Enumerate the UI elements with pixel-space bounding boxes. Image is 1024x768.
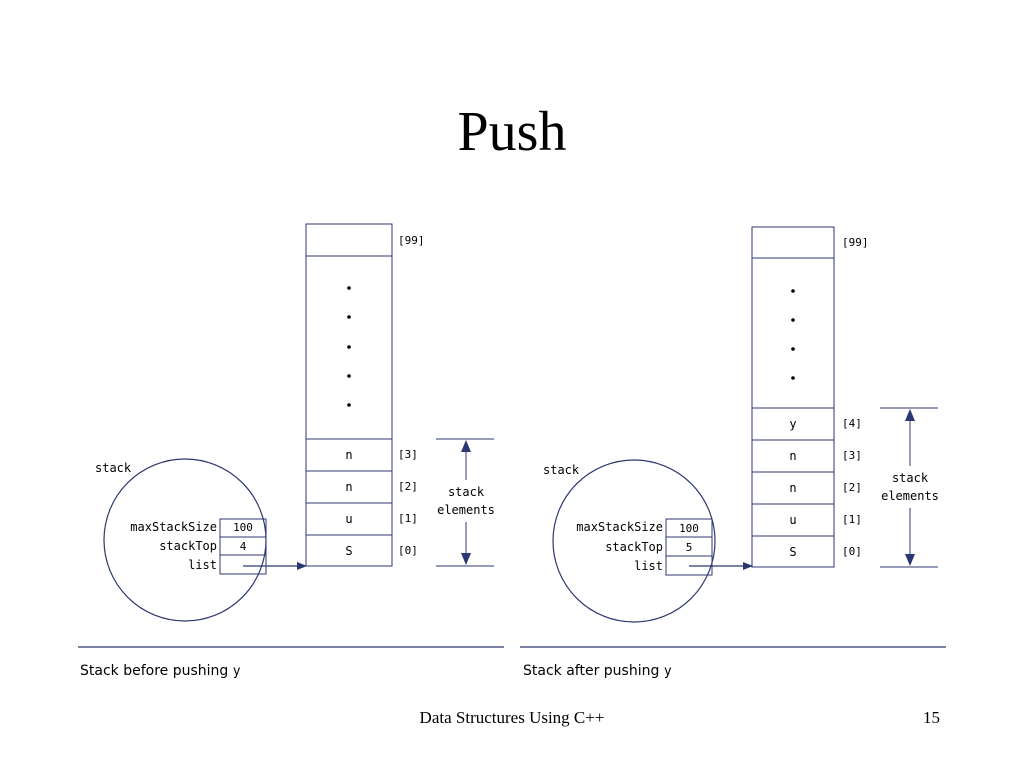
field-value-stacktop: 5	[686, 541, 693, 554]
ellipsis-dots	[791, 289, 795, 380]
array-index-top: [99]	[398, 234, 425, 247]
field-box-list	[219, 554, 267, 575]
array-cell-top	[305, 223, 393, 257]
array-cell-value: y	[789, 417, 796, 431]
array-cell-gap	[751, 257, 835, 409]
array-cell-index: [2]	[398, 480, 418, 493]
stack-elements-bracket: stack elements	[436, 438, 495, 567]
array-column: [99] y [4] n [3] n [2] u [1] S [0]	[751, 226, 869, 568]
array-cell	[751, 535, 835, 568]
array-cell-top	[751, 226, 835, 259]
bracket-label-line1: stack	[448, 485, 485, 499]
array-cell-value: u	[345, 512, 352, 526]
array-column: [99] n [3] n [2] u [1] S [0]	[305, 223, 425, 567]
slide-title: Push	[457, 101, 567, 163]
panel-after: stack maxStackSize 100 stackTop 5 list […	[520, 226, 946, 679]
stack-fields: maxStackSize 100 stackTop 4 list	[130, 518, 267, 575]
stack-fields: maxStackSize 100 stackTop 5 list	[576, 518, 713, 576]
bracket-label-line2: elements	[437, 503, 495, 517]
panel-caption: Stack after pushing y	[523, 663, 672, 679]
array-cell-value: n	[789, 449, 796, 463]
bracket-label-line2: elements	[881, 489, 939, 503]
array-cell-index: [2]	[842, 481, 862, 494]
field-name-stacktop: stackTop	[605, 540, 663, 554]
array-cell-index: [1]	[398, 512, 418, 525]
stack-elements-bracket: stack elements	[880, 407, 939, 568]
field-name-list: list	[188, 558, 217, 572]
array-cell-index: [3]	[842, 449, 862, 462]
array-cell-value: n	[345, 448, 352, 462]
panel-caption: Stack before pushing y	[80, 663, 241, 679]
array-cell	[305, 534, 393, 567]
array-cell-value: u	[789, 513, 796, 527]
array-cell-value: S	[789, 545, 796, 559]
stack-object-circle	[552, 459, 716, 623]
array-cell-value: S	[345, 544, 352, 558]
array-cell-index: [3]	[398, 448, 418, 461]
field-name-list: list	[634, 559, 663, 573]
bracket-label-line1: stack	[892, 471, 929, 485]
field-name-maxstacksize: maxStackSize	[576, 520, 663, 534]
field-name-stacktop: stackTop	[159, 539, 217, 553]
field-value-maxstacksize: 100	[679, 522, 699, 535]
array-index-top: [99]	[842, 236, 869, 249]
array-cell-index: [1]	[842, 513, 862, 526]
page-number: 15	[923, 708, 940, 727]
array-cell-value: n	[789, 481, 796, 495]
array-cell-index: [0]	[842, 545, 862, 558]
array-cell-value: n	[345, 480, 352, 494]
stack-object-label: stack	[543, 463, 580, 477]
ellipsis-dots	[347, 286, 351, 407]
slide-footer: Data Structures Using C++	[419, 708, 605, 727]
stack-object-label: stack	[95, 461, 132, 475]
field-value-maxstacksize: 100	[233, 521, 253, 534]
panel-before: stack maxStackSize 100 stackTop 4 list […	[78, 223, 504, 679]
field-name-maxstacksize: maxStackSize	[130, 520, 217, 534]
array-cell-index: [4]	[842, 417, 862, 430]
array-cell-index: [0]	[398, 544, 418, 557]
field-value-stacktop: 4	[240, 540, 247, 553]
